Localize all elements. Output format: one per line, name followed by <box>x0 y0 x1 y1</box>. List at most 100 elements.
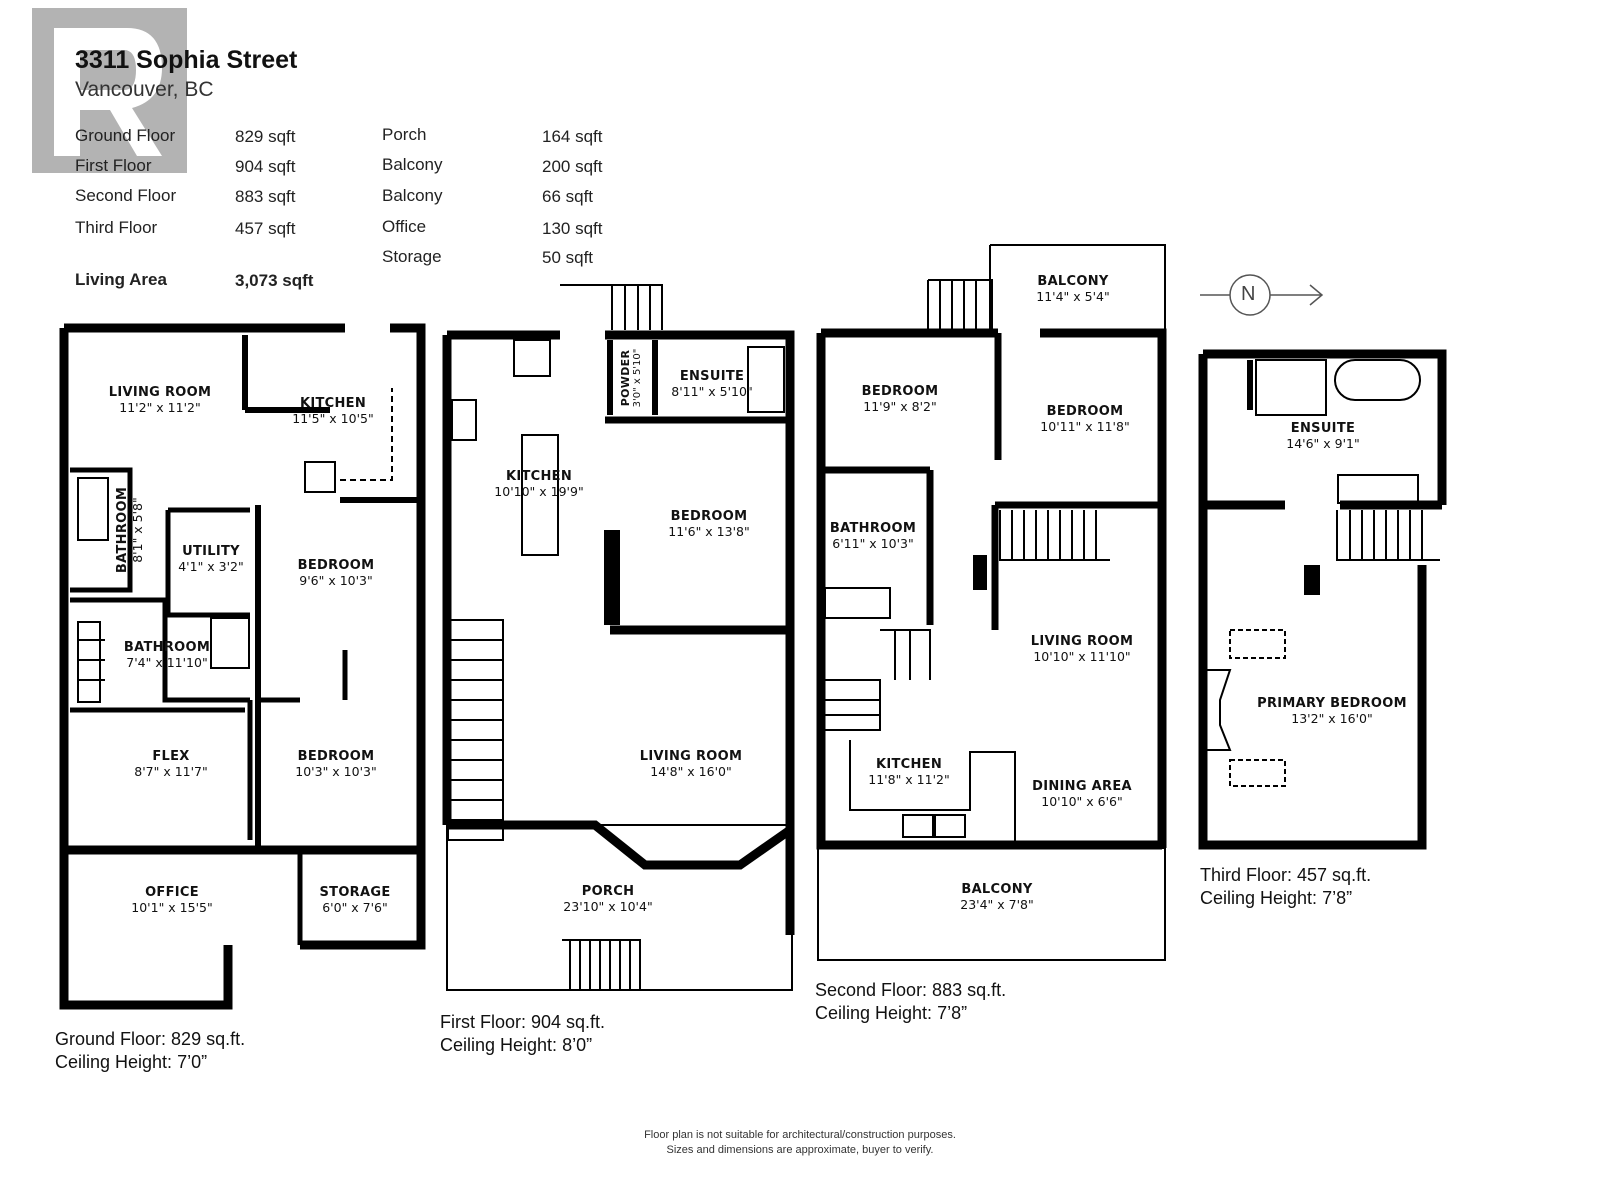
north-arrow-icon <box>1200 274 1324 316</box>
room-dimensions: 11'9" x 8'2" <box>863 399 937 414</box>
room-name: KITCHEN <box>299 396 367 411</box>
ceiling-height: Ceiling Height: 8’0” <box>440 1035 593 1055</box>
property-address: 3311 Sophia Street <box>75 46 298 74</box>
room-name: BATHROOM <box>123 640 211 655</box>
area-value: 883 sqft <box>235 187 296 206</box>
room-dimensions: 4'1" x 3'2" <box>178 559 244 574</box>
room-name: BEDROOM <box>670 509 748 524</box>
ceiling-height: Ceiling Height: 7’0” <box>55 1052 208 1072</box>
floor-caption: First Floor: 904 sq.ft.Ceiling Height: 8… <box>440 1011 605 1057</box>
floor-caption: Second Floor: 883 sq.ft.Ceiling Height: … <box>815 979 1006 1025</box>
room-dimensions: 23'4" x 7'8" <box>960 897 1034 912</box>
disclaimer: Floor plan is not suitable for architect… <box>0 1128 1600 1158</box>
room-dimensions: 6'0" x 7'6" <box>322 900 388 915</box>
living-area-label: Living Area <box>75 270 167 289</box>
floor-caption: Third Floor: 457 sq.ft.Ceiling Height: 7… <box>1200 864 1371 910</box>
room-name: UTILITY <box>182 544 240 559</box>
floor-area: Second Floor: 883 sq.ft. <box>815 980 1007 1000</box>
room-name: PRIMARY BEDROOM <box>1257 696 1407 711</box>
room-dimensions: 11'2" x 11'2" <box>119 400 201 415</box>
room-dimensions: 10'3" x 10'3" <box>295 764 377 779</box>
area-label: Second Floor <box>75 186 177 205</box>
room-name: LIVING ROOM <box>639 749 743 764</box>
room-dimensions: 10'1" x 15'5" <box>131 900 213 915</box>
room-name: BEDROOM <box>861 384 939 399</box>
area-value: 164 sqft <box>542 127 603 146</box>
room-name: ENSUITE <box>1290 421 1356 436</box>
area-label: Balcony <box>382 186 443 205</box>
disclaimer-line: Floor plan is not suitable for architect… <box>644 1129 956 1141</box>
room-dimensions: 3'0" x 5'10" <box>632 348 643 408</box>
room-name: OFFICE <box>145 885 199 900</box>
area-value: 904 sqft <box>235 157 296 176</box>
ground-floor-fixtures <box>77 388 393 703</box>
area-value: 200 sqft <box>542 157 603 176</box>
first-floor-walls <box>442 330 795 935</box>
area-value: 829 sqft <box>235 127 296 146</box>
room-name: BALCONY <box>1037 274 1109 289</box>
room-name: LIVING ROOM <box>1030 634 1134 649</box>
area-value: 130 sqft <box>542 219 603 238</box>
second-floor-walls <box>816 328 1167 850</box>
area-value: 66 sqft <box>542 187 594 206</box>
living-area-value: 3,073 sqft <box>235 271 314 290</box>
area-label: Storage <box>382 247 442 266</box>
room-dimensions: 10'10" x 19'9" <box>494 484 584 499</box>
room-dimensions: 13'2" x 16'0" <box>1291 711 1373 726</box>
floor-area: Third Floor: 457 sq.ft. <box>1200 865 1372 885</box>
room-dimensions: 8'7" x 11'7" <box>134 764 208 779</box>
room-name: BEDROOM <box>1046 404 1124 419</box>
ground-floor-walls <box>59 323 426 1010</box>
room-name: DINING AREA <box>1032 779 1132 794</box>
room-name: ENSUITE <box>679 369 745 384</box>
room-name: BEDROOM <box>297 749 375 764</box>
room-name: FLEX <box>152 749 190 764</box>
third-floor-walls <box>1198 349 1447 850</box>
room-dimensions: 11'8" x 11'2" <box>868 772 950 787</box>
room-dimensions: 11'5" x 10'5" <box>292 411 374 426</box>
area-value: 50 sqft <box>542 248 594 267</box>
room-name: POWDER <box>619 349 632 407</box>
room-name: LIVING ROOM <box>108 385 212 400</box>
room-dimensions: 14'8" x 16'0" <box>650 764 732 779</box>
room-name: KITCHEN <box>875 757 943 772</box>
area-label: First Floor <box>75 156 152 175</box>
room-dimensions: 8'1" x 5'8" <box>130 497 145 563</box>
room-dimensions: 10'11" x 11'8" <box>1040 419 1130 434</box>
floor-area: Ground Floor: 829 sq.ft. <box>55 1029 246 1049</box>
second-floor-fixtures <box>817 244 1166 961</box>
north-label: N <box>1241 283 1256 305</box>
room-dimensions: 23'10" x 10'4" <box>563 899 653 914</box>
room-dimensions: 9'6" x 10'3" <box>299 573 373 588</box>
floor-caption: Ground Floor: 829 sq.ft. Ceiling Height: … <box>55 1028 245 1074</box>
room-name: KITCHEN <box>505 469 573 484</box>
area-value: 457 sqft <box>235 219 296 238</box>
property-city: Vancouver, BC <box>75 78 214 101</box>
first-floor-fixtures <box>446 284 793 991</box>
area-label: Ground Floor <box>75 126 176 145</box>
room-name: BEDROOM <box>297 558 375 573</box>
area-label: Office <box>382 217 427 236</box>
room-dimensions: 6'11" x 10'3" <box>832 536 914 551</box>
room-name: BALCONY <box>961 882 1033 897</box>
